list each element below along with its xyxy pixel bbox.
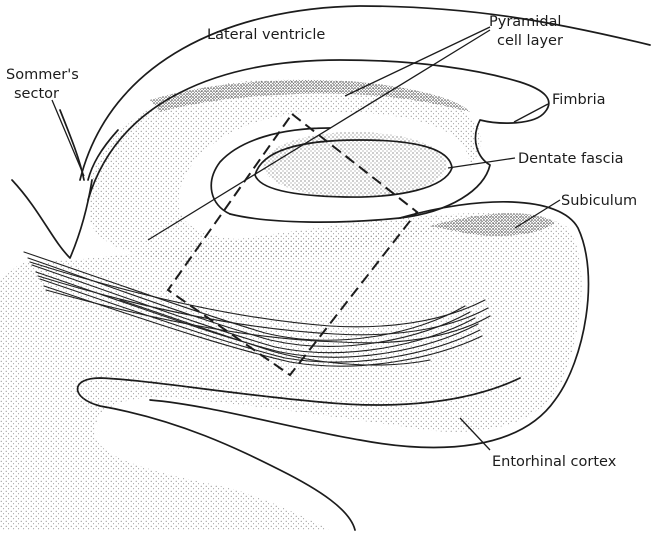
dentate-leader	[448, 158, 515, 168]
sommers-sector-outline	[12, 180, 92, 258]
fimbria-label: Fimbria	[552, 92, 606, 108]
dentate-stipple	[263, 132, 447, 198]
sommers-sector-left	[60, 110, 84, 180]
sommers-leader	[52, 100, 84, 176]
dentate-fascia-label: Dentate fascia	[518, 151, 624, 167]
pyramidal-leader-1	[345, 27, 490, 96]
subiculum-label: Subiculum	[561, 193, 637, 209]
fimbria-leader	[514, 104, 548, 122]
sommers-label-line1: Sommer's	[6, 67, 79, 83]
sommers-label-line2: sector	[14, 86, 59, 102]
entorhinal-cortex-label: Entorhinal cortex	[492, 454, 617, 470]
cortex-stipple	[0, 213, 581, 530]
pyramidal-label-line2: cell layer	[497, 33, 563, 49]
lateral-ventricle-label: Lateral ventricle	[207, 27, 325, 43]
pyramidal-label-line1: Pyramidal	[489, 14, 561, 30]
